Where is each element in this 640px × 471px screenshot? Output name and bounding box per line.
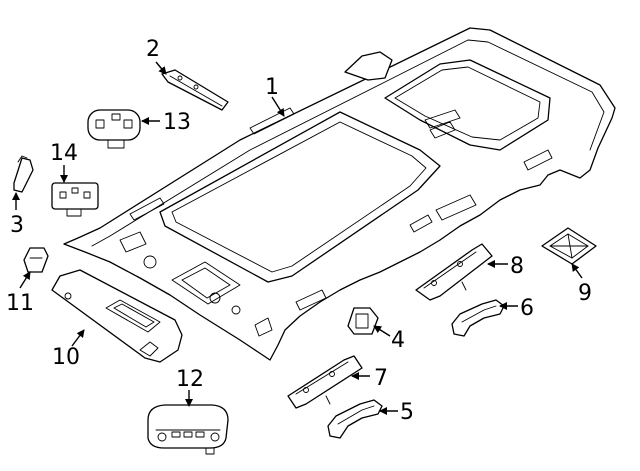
callout-4: 4 [391,328,405,353]
leader-4 [373,325,391,337]
callout-1: 1 [265,75,279,100]
sun-visor-part [51,269,183,363]
callout-labels: 1 2 3 4 5 6 7 8 9 10 11 12 13 14 [6,37,592,425]
callout-9: 9 [578,281,592,306]
leader-2 [155,61,167,75]
headliner-part [63,27,616,361]
clip-3-part [13,155,34,193]
grab-handle-5-part [327,399,383,439]
callout-13: 13 [163,110,191,135]
bracket-8-part [415,243,493,301]
leader-11 [19,271,31,289]
bracket-4-part [347,307,379,335]
callout-6: 6 [520,296,534,321]
callout-11: 11 [6,291,34,316]
connector-13-part [87,109,141,149]
callout-12: 12 [176,367,204,392]
overhead-console-part [147,404,229,455]
callout-2: 2 [146,37,160,62]
callout-5: 5 [400,400,414,425]
leader-1 [271,96,285,117]
pad-9-part [541,227,597,265]
clip-11-part [23,247,49,273]
callout-8: 8 [510,254,524,279]
connector-14-part [51,182,99,217]
callout-14: 14 [50,141,78,166]
leader-9 [571,263,583,279]
callout-3: 3 [10,213,24,238]
callout-10: 10 [52,345,80,370]
grab-handle-6-part [451,299,505,337]
bracket-7-part [287,355,363,409]
trim-strip-part [161,69,229,111]
callout-7: 7 [374,366,388,391]
leader-lines [12,61,583,415]
leader-10 [71,329,85,347]
